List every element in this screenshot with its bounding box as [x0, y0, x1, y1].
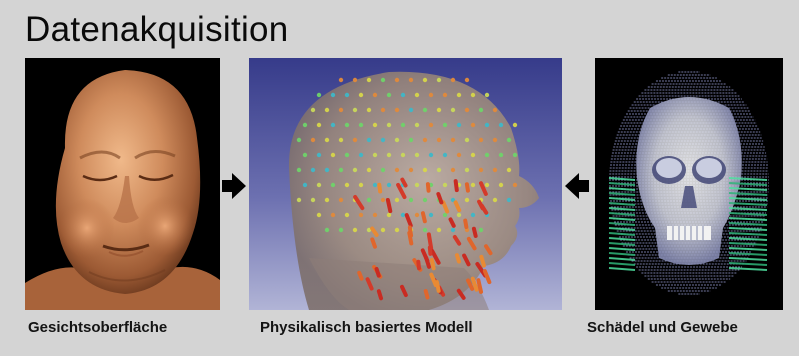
- caption-physical-model: Physikalisch basiertes Modell: [260, 318, 473, 338]
- arrow-left-icon: [563, 171, 591, 206]
- arrow-right-icon: [220, 171, 248, 206]
- caption-face-surface: Gesichtsoberfläche: [28, 318, 167, 338]
- face-surface-image: [25, 58, 220, 310]
- figure-title: Datenakquisition: [25, 8, 289, 52]
- skull-tissue-image: [595, 58, 783, 310]
- physical-model-image: [249, 58, 562, 310]
- caption-skull-tissue: Schädel und Gewebe: [587, 318, 738, 338]
